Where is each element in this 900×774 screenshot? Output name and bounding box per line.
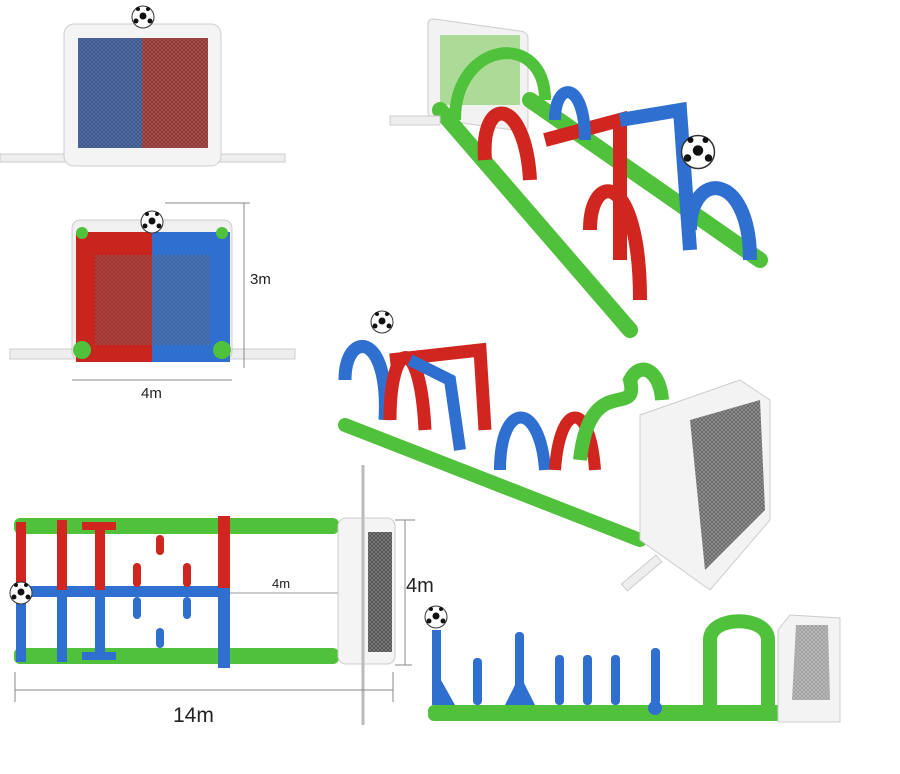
back-goal-view (0, 5, 286, 167)
soccer-ball-icon (9, 581, 33, 605)
soccer-ball-icon (370, 310, 394, 334)
side-view (424, 605, 841, 723)
perspective-view-2 (338, 310, 771, 592)
perspective-view-1 (389, 18, 768, 338)
top-view: 4m 4m 14m (9, 465, 434, 727)
width-label: 4m (141, 385, 162, 402)
soccer-ball-icon (680, 134, 716, 170)
soccer-ball-icon (140, 210, 164, 234)
height-label: 3m (250, 271, 271, 288)
length-label: 14m (173, 704, 214, 727)
front-view: 3m 4m (9, 202, 296, 402)
overall-width-label: 4m (406, 575, 434, 597)
inner-width-label: 4m (272, 576, 290, 591)
soccer-ball-icon (424, 605, 448, 629)
soccer-ball-icon (131, 5, 155, 29)
